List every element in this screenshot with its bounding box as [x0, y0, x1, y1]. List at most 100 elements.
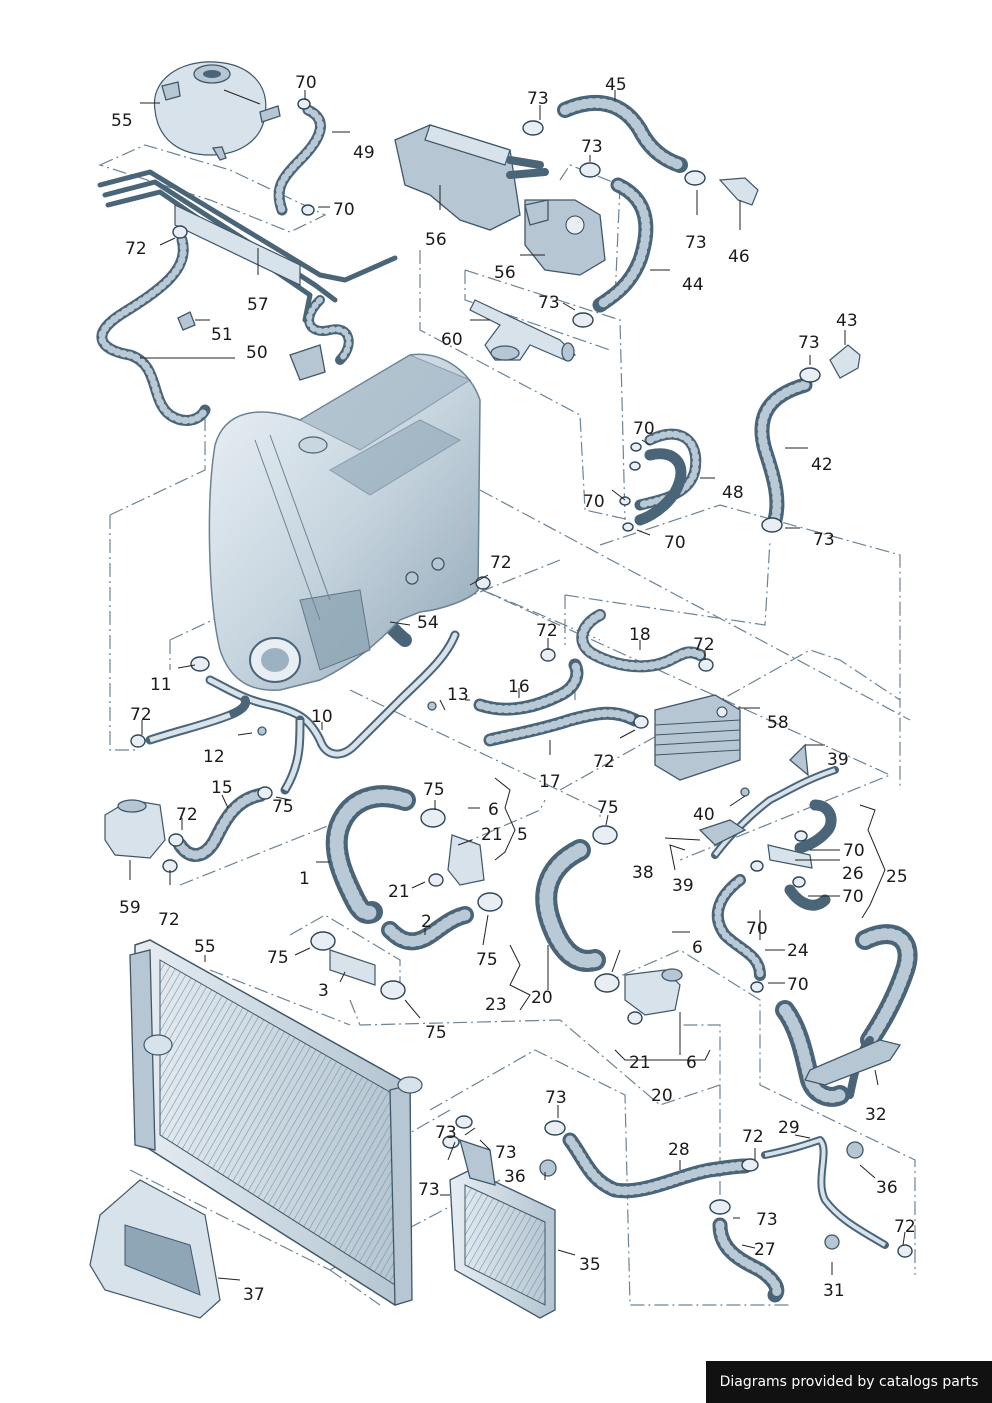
callout-73: 73 — [545, 1088, 567, 1108]
coolant-flange-housing — [394, 124, 606, 276]
callout-73: 73 — [813, 530, 835, 550]
callout-32: 32 — [865, 1105, 887, 1125]
callout-73: 73 — [581, 137, 603, 157]
callout-55: 55 — [194, 937, 216, 957]
callout-75: 75 — [597, 798, 619, 818]
callout-21: 21 — [629, 1053, 651, 1073]
callout-75: 75 — [272, 797, 294, 817]
radiator — [129, 939, 423, 1306]
callout-56: 56 — [494, 263, 516, 283]
callout-36: 36 — [876, 1178, 898, 1198]
callout-10: 10 — [311, 707, 333, 727]
callout-60: 60 — [441, 330, 463, 350]
callout-labels: 55 70 49 70 72 57 51 50 56 56 73 45 73 7… — [111, 73, 916, 1305]
callout-45: 45 — [605, 75, 627, 95]
callout-6: 6 — [692, 938, 703, 958]
hose-clamps — [130, 98, 913, 1258]
callout-21: 21 — [481, 825, 503, 845]
callout-73: 73 — [538, 293, 560, 313]
callout-72: 72 — [130, 705, 152, 725]
callout-72: 72 — [125, 239, 147, 259]
callout-50: 50 — [246, 343, 268, 363]
callout-6: 6 — [686, 1053, 697, 1073]
callout-20: 20 — [651, 1086, 673, 1106]
callout-20: 20 — [531, 988, 553, 1008]
callout-73: 73 — [756, 1210, 778, 1230]
callout-15: 15 — [211, 778, 233, 798]
callout-70: 70 — [295, 73, 317, 93]
callout-18: 18 — [629, 625, 651, 645]
callout-73: 73 — [685, 233, 707, 253]
callout-56: 56 — [425, 230, 447, 250]
callout-57: 57 — [247, 295, 269, 315]
callout-44: 44 — [682, 275, 704, 295]
callout-27: 27 — [754, 1240, 776, 1260]
callout-43: 43 — [836, 311, 858, 331]
callout-40: 40 — [693, 805, 715, 825]
thermostat-housing — [329, 743, 813, 1016]
leader-lines — [129, 89, 906, 1281]
air-duct — [89, 1179, 221, 1319]
callout-70: 70 — [842, 887, 864, 907]
callout-28: 28 — [668, 1140, 690, 1160]
callout-73: 73 — [418, 1180, 440, 1200]
callout-23: 23 — [485, 995, 507, 1015]
callout-17: 17 — [539, 772, 561, 792]
callout-37: 37 — [243, 1285, 265, 1305]
callout-72: 72 — [536, 621, 558, 641]
callout-72: 72 — [490, 553, 512, 573]
callout-73: 73 — [798, 333, 820, 353]
callout-21: 21 — [388, 882, 410, 902]
callout-72: 72 — [176, 805, 198, 825]
callout-25: 25 — [886, 867, 908, 887]
attribution-banner: Diagrams provided by catalogs parts — [706, 1361, 992, 1403]
callout-51: 51 — [211, 325, 233, 345]
callout-36: 36 — [504, 1167, 526, 1187]
callout-75: 75 — [423, 780, 445, 800]
callout-73: 73 — [527, 89, 549, 109]
callout-70: 70 — [633, 419, 655, 439]
callout-54: 54 — [417, 613, 439, 633]
callout-49: 49 — [353, 143, 375, 163]
callout-12: 12 — [203, 747, 225, 767]
callout-72: 72 — [158, 910, 180, 930]
callout-70: 70 — [333, 200, 355, 220]
callout-70: 70 — [843, 841, 865, 861]
callout-39: 39 — [672, 876, 694, 896]
assembly-guide-lines — [98, 144, 916, 1306]
callout-31: 31 — [823, 1281, 845, 1301]
coolant-pipes — [145, 630, 889, 1249]
callout-2: 2 — [421, 912, 432, 932]
callout-48: 48 — [722, 483, 744, 503]
callout-16: 16 — [508, 677, 530, 697]
t-piece-connector — [469, 299, 577, 362]
coolant-pipe-assembly — [97, 169, 398, 323]
callout-38: 38 — [632, 863, 654, 883]
callout-13: 13 — [447, 685, 469, 705]
callout-75: 75 — [267, 948, 289, 968]
callout-73: 73 — [495, 1143, 517, 1163]
callout-73: 73 — [435, 1123, 457, 1143]
callout-42: 42 — [811, 455, 833, 475]
callout-26: 26 — [842, 864, 864, 884]
callout-59: 59 — [119, 898, 141, 918]
callout-55: 55 — [111, 111, 133, 131]
auxiliary-radiator — [449, 1139, 556, 1319]
oil-cooler — [654, 694, 741, 781]
callout-35: 35 — [579, 1255, 601, 1275]
callout-39: 39 — [827, 750, 849, 770]
callout-24: 24 — [787, 941, 809, 961]
callout-1: 1 — [299, 869, 310, 889]
hose-bracket — [804, 1039, 902, 1086]
callout-70: 70 — [746, 919, 768, 939]
callout-75: 75 — [476, 950, 498, 970]
callout-11: 11 — [150, 675, 172, 695]
coolant-reservoir — [104, 799, 166, 859]
callout-70: 70 — [664, 533, 686, 553]
callout-6: 6 — [488, 800, 499, 820]
callout-70: 70 — [787, 975, 809, 995]
callout-70: 70 — [583, 492, 605, 512]
coolant-hoses — [96, 94, 918, 1303]
callout-72: 72 — [593, 752, 615, 772]
callout-5: 5 — [517, 825, 528, 845]
